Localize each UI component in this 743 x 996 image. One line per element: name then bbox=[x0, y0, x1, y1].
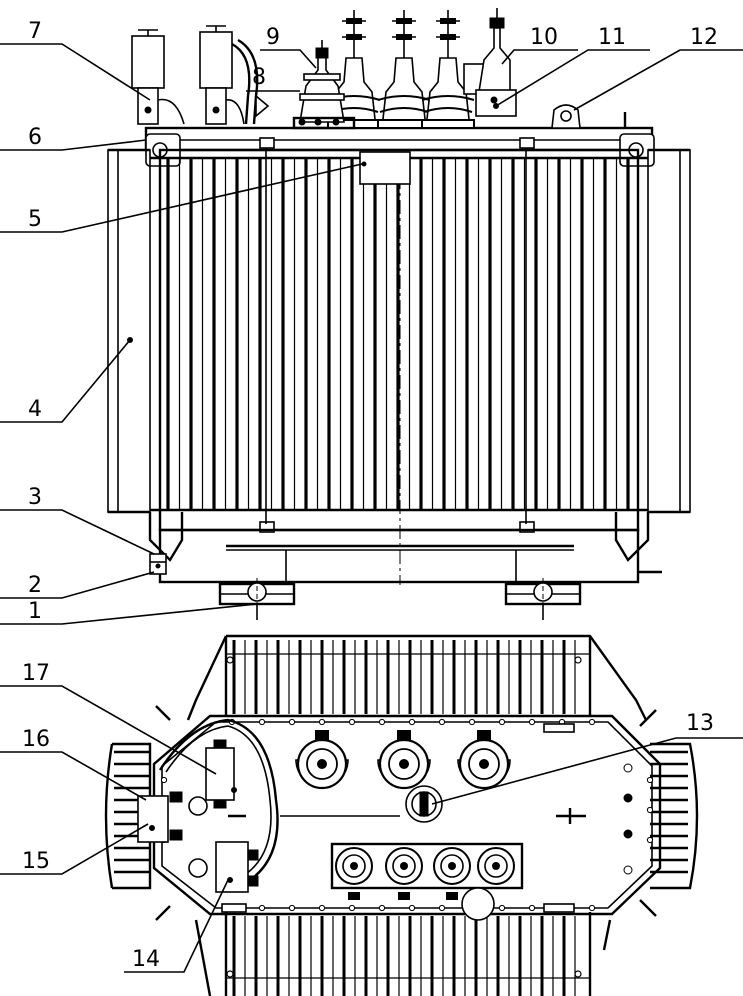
radiator-right bbox=[647, 148, 691, 514]
hv-bushings bbox=[327, 10, 475, 129]
callout-12: 12 bbox=[690, 25, 718, 50]
callout-13: 13 bbox=[686, 711, 714, 736]
lv-bushing bbox=[292, 40, 356, 130]
plan-view bbox=[104, 634, 699, 996]
tank-cover bbox=[144, 126, 654, 152]
leader-lines bbox=[0, 43, 743, 973]
callout-14: 14 bbox=[132, 947, 160, 972]
callout-5: 5 bbox=[28, 207, 42, 232]
callout-2: 2 bbox=[28, 573, 42, 598]
tap-changer bbox=[405, 785, 443, 823]
callout-11: 11 bbox=[598, 25, 626, 50]
callout-6: 6 bbox=[28, 125, 42, 150]
callout-10: 10 bbox=[530, 25, 558, 50]
earthing-terminal bbox=[149, 553, 167, 575]
callout-15: 15 bbox=[22, 849, 50, 874]
plan-lv-bushings bbox=[330, 842, 524, 900]
corrugated-fins bbox=[166, 158, 630, 510]
radiator-left bbox=[107, 148, 151, 514]
callout-labels: 1 2 3 4 5 6 7 8 9 10 11 12 13 14 15 16 1… bbox=[22, 19, 718, 972]
wheel-left bbox=[218, 578, 296, 612]
callout-3: 3 bbox=[28, 485, 42, 510]
neutral-bushing bbox=[463, 8, 517, 117]
plan-hv-bushings bbox=[295, 730, 511, 790]
tank-base bbox=[158, 528, 640, 584]
callout-1: 1 bbox=[28, 599, 42, 624]
callout-9: 9 bbox=[266, 25, 280, 50]
callout-17: 17 bbox=[22, 661, 50, 686]
callout-16: 16 bbox=[22, 727, 50, 752]
front-view bbox=[107, 8, 691, 612]
callout-4: 4 bbox=[28, 397, 42, 422]
plan-fins-top bbox=[186, 634, 648, 721]
lifting-lug-top bbox=[551, 104, 627, 129]
plan-fins-right bbox=[650, 742, 699, 890]
plan-fins-bottom bbox=[194, 912, 612, 996]
callout-7: 7 bbox=[28, 19, 42, 44]
control-cabinets bbox=[131, 25, 270, 125]
plan-cabinets bbox=[137, 718, 279, 913]
callout-8: 8 bbox=[252, 65, 266, 90]
nameplate bbox=[359, 151, 411, 185]
